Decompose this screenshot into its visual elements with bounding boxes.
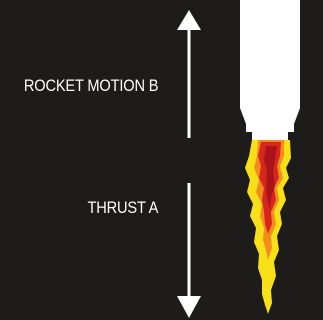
rocket-flame <box>245 140 291 314</box>
arrow-up-icon <box>177 10 201 138</box>
arrow-down-icon <box>177 183 201 318</box>
motion-arrow-head <box>177 10 201 30</box>
rocket-body <box>240 0 300 132</box>
thrust-label: THRUST A <box>87 198 158 218</box>
rocket <box>240 0 300 146</box>
thrust-arrow-head <box>177 296 201 318</box>
rocket-motion-label: ROCKET MOTION B <box>24 76 158 96</box>
